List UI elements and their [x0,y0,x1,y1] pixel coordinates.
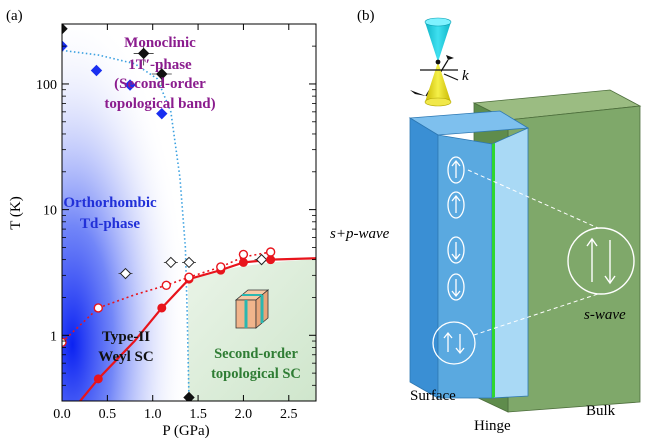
bulk-label: Bulk [586,403,616,419]
red-dotted-curve [62,251,271,343]
data-point-red-open-circle-2 [161,280,172,290]
data-point-black-diamond-2 [156,68,168,80]
plot-layer: 0.0 0.5 1.0 1.5 2.0 2.5 1 10 100 [36,23,316,422]
dirac-cone-icon: k [410,17,469,107]
data-point-red-open-circle-0 [62,337,67,347]
x-tick-label: 1.0 [144,407,162,422]
cube-icon [234,289,270,329]
region-label-monoclinic-1: Monoclinic [124,35,196,51]
data-point-blue-diamond-2 [124,79,136,91]
x-tick-label: 0.0 [53,407,71,422]
region-label-monoclinic-3: (Second-order [114,76,206,92]
hinge-label: Hinge [474,418,511,434]
plot-data-area [62,24,316,401]
dashed-connectors [467,169,599,336]
surface-slab [408,110,530,399]
plot-frame [61,23,317,402]
data-point-red-filled-circle-2 [157,303,167,313]
y-tick-label: 1 [50,329,57,344]
region-label-second-order-1: Second-order [214,346,298,362]
region-label-monoclinic-2: 1T′-phase [128,57,192,73]
data-point-red-filled-circle-6 [266,255,276,265]
data-point-red-open-circle-6 [265,247,276,257]
spin-icon-bulk [567,227,635,295]
k-label: k [462,68,469,84]
plot-backgrounds [62,24,316,401]
region-label-weyl-2: Weyl SC [98,349,153,365]
spin-icons-surface [432,156,476,365]
data-point-open-diamond-2 [183,256,195,269]
y-axis-label: T (K) [8,196,24,229]
data-point-red-filled-circle-5 [238,257,248,267]
data-point-black-diamond-1 [137,47,150,60]
second-order-sc-region-shade [188,259,316,401]
panel-b-label: (b) [357,8,375,24]
x-tick-label: 1.5 [189,407,207,422]
region-label-second-order-2: topological SC [211,366,301,382]
region-label-orthorhombic-1: Orthorhombic [63,195,157,211]
data-point-open-diamond-3 [255,253,268,266]
x-tick-label: 2.5 [280,407,298,422]
schematic: (b) k [330,8,642,434]
data-point-open-diamond-1 [165,256,177,269]
s-wave-label: s-wave [584,307,626,323]
x-tick-label: 2.0 [235,407,253,422]
data-point-red-open-circle-4 [216,262,226,272]
data-point-red-open-circle-5 [238,249,249,260]
panel-a-label: (a) [6,8,23,24]
data-point-red-filled-circle-1 [93,374,103,384]
y-tick-label: 100 [36,78,57,93]
s-plus-p-wave-label: s+p-wave [330,226,390,242]
x-axis-label: P (GPa) [162,423,209,439]
data-point-black-diamond-0 [62,24,68,35]
region-label-orthorhombic-2: Td-phase [80,216,140,232]
data-point-blue-diamond-1 [90,64,103,77]
x-tick-label: 0.5 [99,407,117,422]
data-point-red-open-circle-1 [93,303,103,313]
data-point-open-diamond-0 [119,267,132,280]
blue-dotted-boundary [62,49,190,401]
y-tick-label: 10 [43,204,57,219]
data-point-black-diamond-3 [183,391,195,401]
surface-label: Surface [410,388,456,404]
region-label-monoclinic-4: topological band) [104,96,215,112]
data-point-blue-diamond-3 [156,107,168,120]
region-label-weyl-1: Type-II [102,329,150,345]
data-point-red-open-circle-3 [184,272,194,282]
